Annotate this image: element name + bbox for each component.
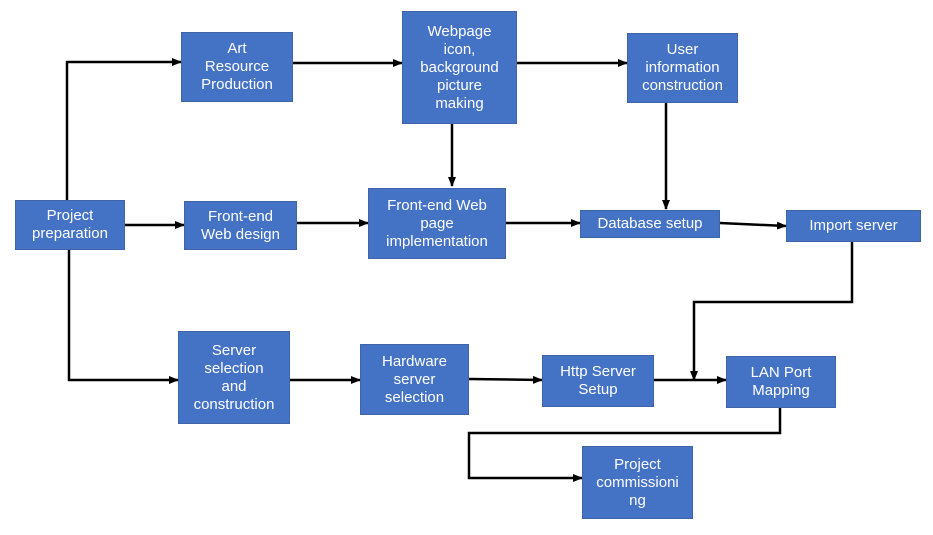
edge-import-server-to-lan-mapping [690, 242, 854, 381]
edge-database-to-import-server [719, 221, 787, 230]
node-server-selection-construction: Server selection and construction [178, 331, 290, 424]
node-webpage-icon-making: Webpage icon, background picture making [402, 11, 517, 124]
edge-preparation-to-art [65, 58, 182, 200]
node-frontend-page-implementation: Front-end Web page implementation [368, 188, 506, 259]
node-hardware-server-selection: Hardware server selection [360, 344, 469, 415]
node-art-resource-production: Art Resource Production [181, 32, 293, 102]
node-http-server-setup: Http Server Setup [542, 355, 654, 407]
node-user-information-construction: User information construction [627, 33, 738, 103]
node-project-commissioning: Project commissioni ng [582, 446, 693, 519]
node-project-preparation: Project preparation [15, 200, 125, 250]
edge-preparation-to-server-selection [67, 250, 179, 384]
edge-hardware-to-http-server [468, 375, 543, 384]
node-database-setup: Database setup [580, 210, 720, 238]
node-import-server: Import server [786, 210, 921, 242]
node-frontend-web-design: Front-end Web design [184, 201, 297, 250]
edge-lan-mapping-to-commissioning [467, 408, 782, 482]
node-lan-port-mapping: LAN Port Mapping [726, 356, 836, 408]
